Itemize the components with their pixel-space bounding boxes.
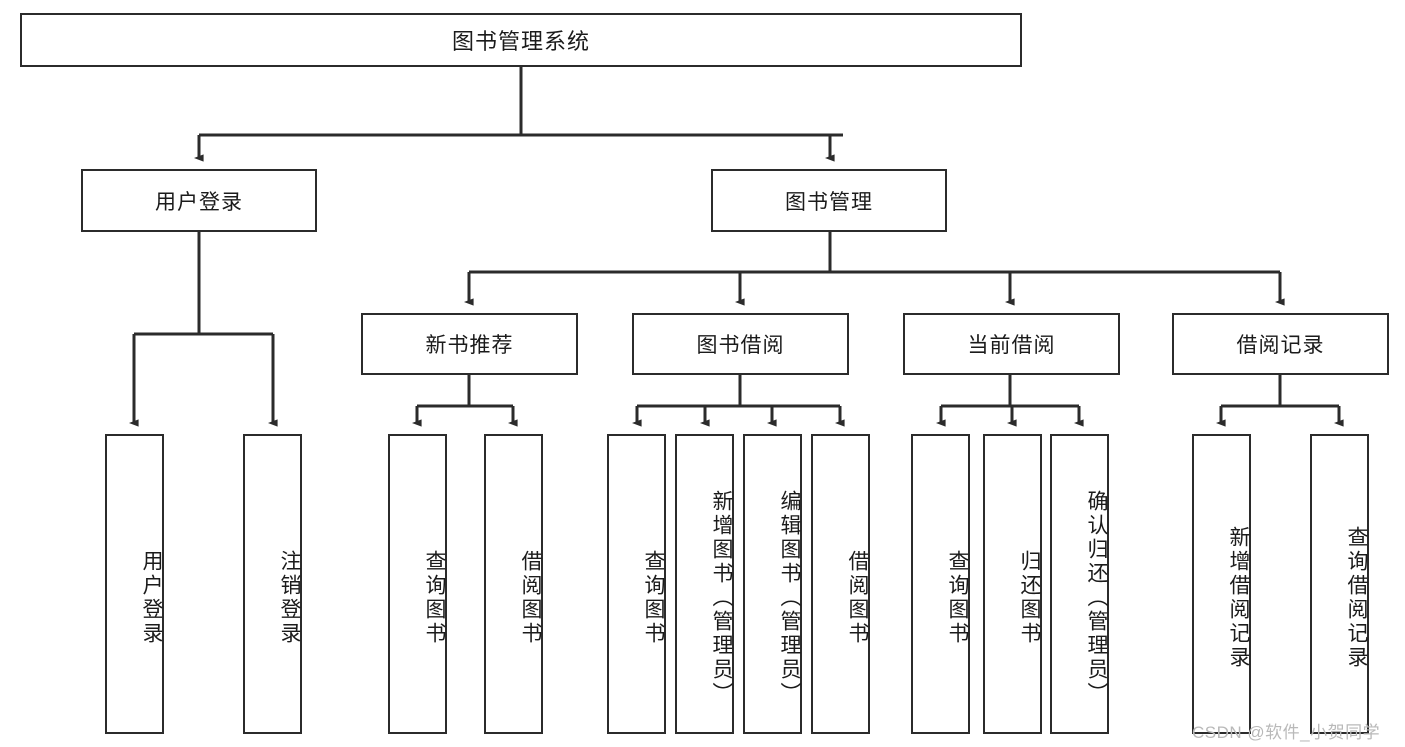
node-root[interactable]: 图书管理系统 (20, 13, 1022, 67)
leaf-edit-book-admin[interactable]: 编辑图书（管理员） (743, 434, 802, 734)
leaf-user-login[interactable]: 用户登录 (105, 434, 164, 734)
leaf-query-book-borrow[interactable]: 查询图书 (607, 434, 666, 734)
leaf-query-book-current[interactable]: 查询图书 (911, 434, 970, 734)
node-book-borrow[interactable]: 图书借阅 (632, 313, 849, 375)
leaf-borrow-book-recommend[interactable]: 借阅图书 (484, 434, 543, 734)
node-current-borrow[interactable]: 当前借阅 (903, 313, 1120, 375)
leaf-borrow-book[interactable]: 借阅图书 (811, 434, 870, 734)
leaf-add-book-admin[interactable]: 新增图书（管理员） (675, 434, 734, 734)
leaf-return-book[interactable]: 归还图书 (983, 434, 1042, 734)
leaf-query-book-recommend[interactable]: 查询图书 (388, 434, 447, 734)
node-borrow-record[interactable]: 借阅记录 (1172, 313, 1389, 375)
watermark-text: CSDN @软件_小贺同学 (1192, 723, 1381, 742)
leaf-logout[interactable]: 注销登录 (243, 434, 302, 734)
leaf-add-borrow-record[interactable]: 新增借阅记录 (1192, 434, 1251, 734)
node-new-book-recommend[interactable]: 新书推荐 (361, 313, 578, 375)
node-book-manage[interactable]: 图书管理 (711, 169, 947, 232)
leaf-query-borrow-record[interactable]: 查询借阅记录 (1310, 434, 1369, 734)
leaf-confirm-return-admin[interactable]: 确认归还（管理员） (1050, 434, 1109, 734)
node-user-login[interactable]: 用户登录 (81, 169, 317, 232)
